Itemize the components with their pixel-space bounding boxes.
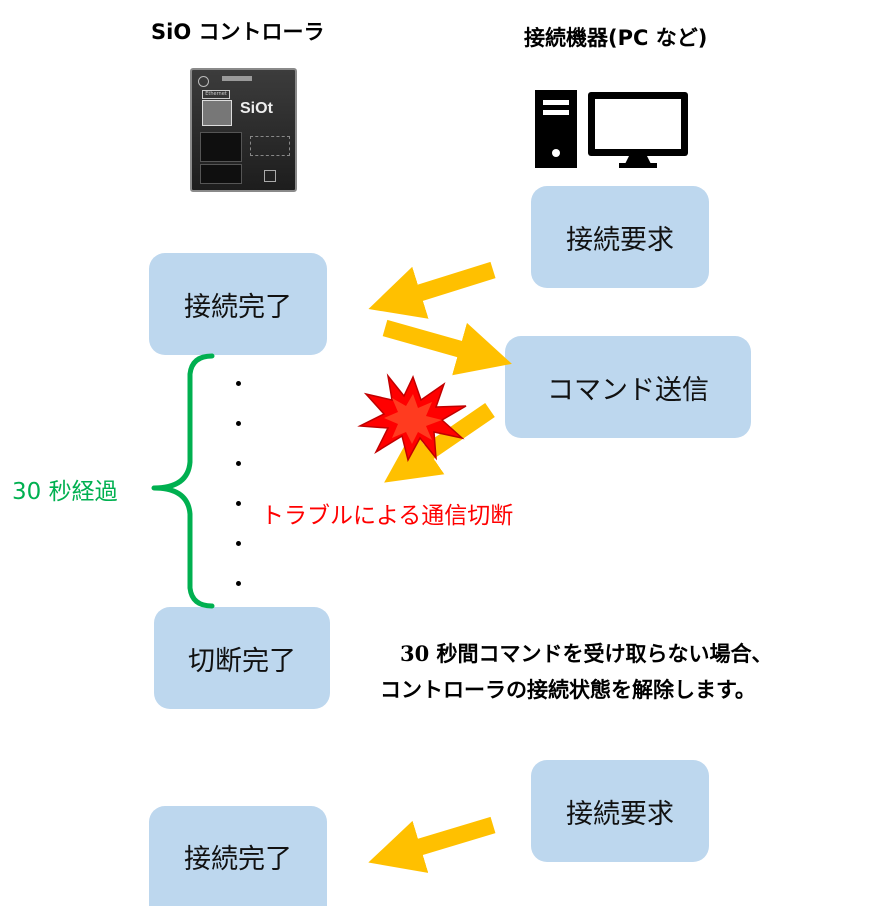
elapsed-brace — [151, 353, 215, 609]
arrow-request-to-complete-2 — [368, 816, 496, 873]
time-dot — [236, 421, 241, 426]
device-header: 接続機器(PC など) — [524, 26, 708, 50]
indicator-leds-icon — [250, 136, 290, 156]
status-strip — [222, 76, 252, 81]
ethernet-label: Ethernet — [202, 90, 230, 99]
pc-icon — [535, 90, 688, 168]
arrow-complete-to-command — [382, 319, 512, 376]
monitor-icon — [588, 92, 688, 168]
time-dot — [236, 541, 241, 546]
connect-request-box-2: 接続要求 — [531, 760, 709, 862]
trouble-label: トラブルによる通信切断 — [261, 503, 514, 529]
time-dot — [236, 461, 241, 466]
connect-request-box-1: 接続要求 — [531, 186, 709, 288]
power-input-icon — [264, 170, 276, 182]
time-dot — [236, 581, 241, 586]
ethernet-port-icon — [202, 100, 232, 126]
time-dot — [236, 381, 241, 386]
pc-tower-icon — [535, 90, 577, 168]
elapsed-label: 30 秒経過 — [12, 479, 118, 505]
sio-controller-image: Ethernet SiOt — [190, 68, 297, 192]
connect-complete-box-2: 接続完了 — [149, 806, 327, 906]
disconnect-complete-box: 切断完了 — [154, 607, 330, 709]
arrow-request-to-complete-1 — [368, 261, 496, 319]
terminal-block-2-icon — [200, 164, 242, 184]
note-line-2: コントローラの接続状態を解除します。 — [380, 677, 756, 702]
time-dot — [236, 501, 241, 506]
terminal-block-icon — [200, 132, 242, 162]
connect-complete-box-1: 接続完了 — [149, 253, 327, 355]
explosion-icon — [357, 373, 467, 463]
note-line-1: 30 秒間コマンドを受け取らない場合、 — [400, 641, 773, 666]
command-send-box: コマンド送信 — [505, 336, 751, 438]
power-led-icon — [198, 76, 209, 87]
controller-header: SiO コントローラ — [151, 20, 325, 44]
siot-logo: SiOt — [240, 100, 273, 117]
